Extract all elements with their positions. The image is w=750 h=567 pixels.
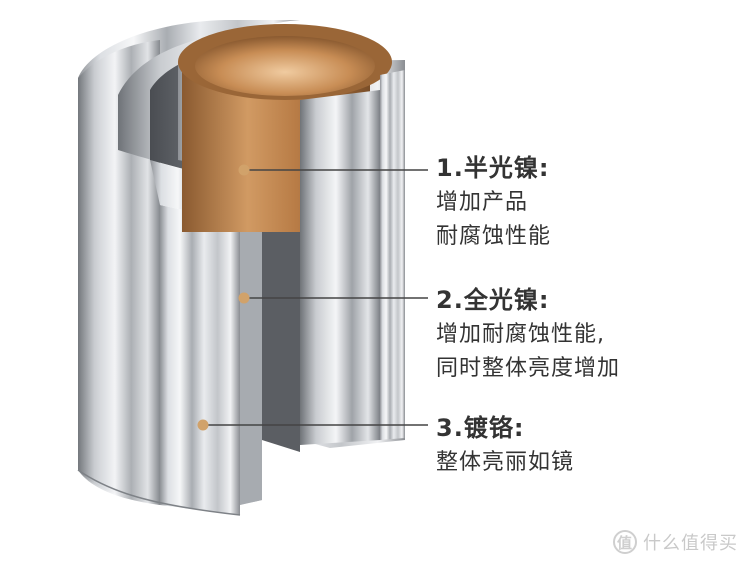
layer-1-desc-line-2: 耐腐蚀性能 bbox=[436, 224, 552, 249]
callout-2 bbox=[238, 292, 428, 304]
layer-3-title: 3.镀铬: bbox=[436, 414, 525, 442]
marker-2 bbox=[238, 292, 250, 304]
callout-3 bbox=[197, 419, 428, 431]
marker-1 bbox=[238, 164, 250, 176]
layer-2-desc-line-1: 增加耐腐蚀性能, bbox=[436, 322, 605, 347]
copper-core bbox=[178, 24, 405, 448]
layer-1-desc-line-1: 增加产品 bbox=[436, 190, 529, 215]
watermark: 值 什么值得买 bbox=[613, 529, 738, 555]
watermark-logo-icon: 值 bbox=[613, 530, 637, 554]
watermark-text: 什么值得买 bbox=[643, 533, 738, 554]
layer-1-label: 1.半光镍: 增加产品 耐腐蚀性能 bbox=[436, 150, 551, 254]
layer-3-label: 3.镀铬: 整体亮丽如镜 bbox=[436, 410, 574, 480]
marker-3 bbox=[197, 419, 209, 431]
layer-2-title: 2.全光镍: bbox=[436, 286, 550, 314]
layer-2-label: 2.全光镍: 增加耐腐蚀性能, 同时整体亮度增加 bbox=[436, 282, 620, 386]
callout-1 bbox=[238, 164, 428, 176]
layer-1-title: 1.半光镍: bbox=[436, 154, 550, 182]
layer-3-desc-line-1: 整体亮丽如镜 bbox=[436, 450, 575, 475]
layer-2-desc-line-2: 同时整体亮度增加 bbox=[436, 356, 621, 381]
